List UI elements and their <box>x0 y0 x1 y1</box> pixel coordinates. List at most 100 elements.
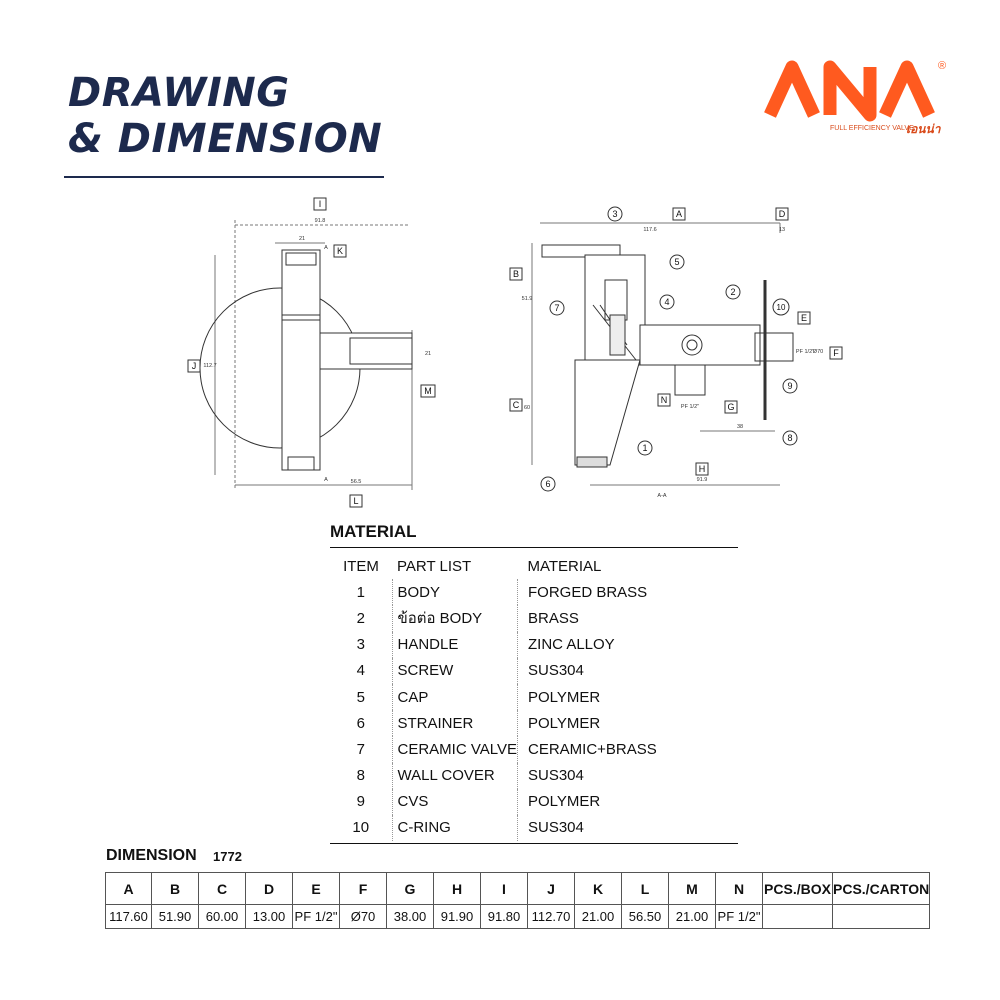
section-dim-pf-bottom: PF 1/2" <box>681 404 699 410</box>
material-name: POLYMER <box>516 788 738 815</box>
callout-5-circle <box>669 254 685 270</box>
material-part: HANDLE <box>391 631 518 658</box>
material-header-row: ITEM PART LIST MATERIAL <box>330 553 738 579</box>
dimension-header: L <box>621 872 669 905</box>
dimension-value <box>762 904 833 929</box>
dimension-header: PCS./BOX <box>762 872 833 905</box>
dimension-value: 51.90 <box>151 904 199 929</box>
callout-5: 5 <box>674 257 679 267</box>
callout-2-circle <box>725 284 741 300</box>
front-letter-i-box <box>313 197 327 211</box>
front-dim-21-side: 21 <box>425 351 431 357</box>
front-dim-21-top: 21 <box>299 236 305 242</box>
material-title: MATERIAL <box>330 522 417 541</box>
material-name: SUS304 <box>516 814 738 842</box>
section-dim-phi-70: Ø70 <box>813 349 823 355</box>
material-name: POLYMER <box>516 683 738 711</box>
dimension-header: B <box>151 872 199 905</box>
table-row: 5 CAP POLYMER <box>330 683 738 711</box>
material-part: ข้อต่อ BODY <box>391 605 518 632</box>
front-dim-112-7: 112.7 <box>203 363 216 369</box>
table-row: 8 WALL COVER SUS304 <box>330 762 738 789</box>
callout-6-circle <box>540 476 556 492</box>
material-part: CVS <box>391 788 518 815</box>
dimension-header: I <box>480 872 528 905</box>
dimension-value: 38.00 <box>386 904 434 929</box>
section-letter-e: E <box>801 313 807 323</box>
section-letter-g: G <box>727 402 734 412</box>
material-rule-top <box>330 547 738 548</box>
callout-7-circle <box>549 300 565 316</box>
callout-4-circle <box>659 294 675 310</box>
front-dim-a-bottom: A <box>324 477 328 483</box>
material-name: POLYMER <box>516 710 738 737</box>
section-letter-a-box <box>672 207 686 221</box>
technical-drawing: I K J M L 91.8 21 A 112.7 21 A 56.5 <box>187 197 843 508</box>
material-header-material: MATERIAL <box>527 557 602 575</box>
dimension-value: PF 1/2" <box>292 904 340 929</box>
section-letter-d: D <box>779 209 786 219</box>
front-dim-91-8: 91.8 <box>315 218 326 224</box>
dimension-value: 13.00 <box>245 904 293 929</box>
dimension-value: 91.90 <box>433 904 481 929</box>
callout-1: 1 <box>642 443 647 453</box>
callout-6: 6 <box>545 479 550 489</box>
material-item: 3 <box>356 636 365 654</box>
front-letter-l-box <box>349 494 363 508</box>
dimension-header: K <box>574 872 622 905</box>
section-view-dims: 117.6 13 51.9 Ø70 PF 1/2" 60 PF 1/2" 38 … <box>522 227 824 499</box>
material-item: 7 <box>356 740 365 758</box>
front-letter-m: M <box>424 386 432 396</box>
material-part: STRAINER <box>391 710 518 737</box>
callout-9: 9 <box>787 381 792 391</box>
section-letter-e-box <box>797 311 811 325</box>
material-item: 9 <box>356 793 365 811</box>
dimension-value: 91.80 <box>480 904 528 929</box>
dimension-header: PCS./CARTON <box>831 872 931 905</box>
ana-logo: ® <box>764 60 946 122</box>
material-name: SUS304 <box>516 657 738 684</box>
section-letter-b-box <box>509 267 523 281</box>
material-part: CAP <box>391 683 518 711</box>
table-row: 3 HANDLE ZINC ALLOY <box>330 631 738 658</box>
dimension-value: PF 1/2" <box>715 904 763 929</box>
table-row: 2 ข้อต่อ BODY BRASS <box>330 605 738 632</box>
front-view <box>199 220 413 490</box>
dimension-header: J <box>527 872 575 905</box>
dimension-model: 1772 <box>213 849 242 864</box>
dimension-header: E <box>292 872 340 905</box>
callout-8-circle <box>782 430 798 446</box>
section-dim-117-6: 117.6 <box>643 227 656 233</box>
front-letter-k: K <box>337 246 343 256</box>
material-item: 1 <box>356 583 365 601</box>
dimension-value: 21.00 <box>668 904 716 929</box>
section-view-letters: A D B E F C N G H <box>509 207 843 476</box>
callout-10: 10 <box>777 303 786 312</box>
table-row: 6 STRAINER POLYMER <box>330 710 738 737</box>
material-name: SUS304 <box>516 762 738 789</box>
dimension-value: Ø70 <box>339 904 387 929</box>
front-letter-j: J <box>192 361 197 371</box>
section-letter-h-box <box>695 462 709 476</box>
section-letter-c-box <box>509 398 523 412</box>
section-letter-n: N <box>661 395 668 405</box>
material-item: 5 <box>356 688 365 706</box>
logo-tagline-thai: เอนน่า <box>906 122 941 136</box>
section-letter-h: H <box>699 464 706 474</box>
callout-3: 3 <box>612 209 617 219</box>
dimension-header: C <box>198 872 246 905</box>
material-item: 6 <box>356 714 365 732</box>
dimension-value: 60.00 <box>198 904 246 929</box>
material-item: 2 <box>356 609 365 627</box>
material-item: 8 <box>356 767 365 785</box>
material-name: BRASS <box>516 605 738 632</box>
dimension-table: A B C D E F G H I J K L M N PCS./BOX PCS… <box>105 872 931 929</box>
table-row: 1 BODY FORGED BRASS <box>330 579 738 606</box>
section-letter-g-box <box>724 400 738 414</box>
section-dim-51-9: 51.9 <box>522 296 533 302</box>
callout-4: 4 <box>664 297 669 307</box>
section-dim-38: 38 <box>737 424 743 430</box>
callout-1-circle <box>637 440 653 456</box>
section-letter-f: F <box>833 348 839 358</box>
callout-3-circle <box>607 206 623 222</box>
